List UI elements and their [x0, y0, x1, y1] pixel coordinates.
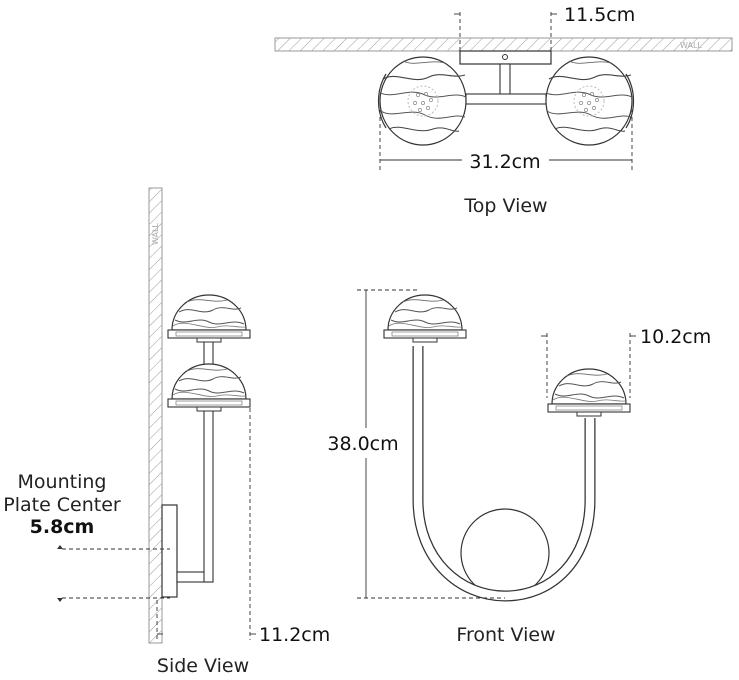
front-view-left-shade — [383, 294, 467, 343]
front-view-height-dimension: 38.0cm — [327, 433, 398, 455]
side-view: WALL Mounting Plate Center 5.8cm 11.2cm … — [3, 187, 330, 677]
top-view-right-shade — [545, 56, 633, 146]
top-view-crossbar — [465, 93, 547, 105]
mounting-label-line1: Mounting — [18, 471, 107, 493]
front-view-right-shade — [547, 368, 631, 417]
side-view-upper-shade — [167, 294, 251, 343]
front-view-shade-dimension: 10.2cm — [640, 326, 711, 348]
top-view-width-dimension: 31.2cm — [469, 151, 540, 173]
front-view: 38.0cm 10.2cm Front View — [327, 289, 711, 646]
top-view-stem — [499, 63, 511, 99]
side-view-title: Side View — [157, 655, 249, 677]
front-view-title: Front View — [456, 624, 555, 646]
top-view-wall — [274, 37, 733, 52]
side-view-wall-label: WALL — [151, 223, 160, 245]
mounting-label-line2: Plate Center — [3, 494, 121, 516]
side-view-wall — [148, 187, 163, 644]
front-view-backplate — [460, 508, 550, 598]
side-view-lower-shade — [167, 363, 251, 412]
top-view-mounting-plate — [459, 50, 552, 65]
top-view-title: Top View — [463, 195, 547, 217]
screw-icon — [502, 54, 508, 60]
top-view-wall-label: WALL — [680, 41, 702, 50]
side-view-backplate — [161, 504, 178, 598]
side-view-depth-dimension: 11.2cm — [259, 624, 330, 646]
mounting-plate-dimension: 5.8cm — [30, 516, 95, 538]
top-view-left-shade — [379, 56, 467, 146]
top-view-plate-dimension: 11.5cm — [564, 4, 635, 26]
top-view: WALL 11.5cm 31.2cm Top View — [274, 4, 733, 217]
